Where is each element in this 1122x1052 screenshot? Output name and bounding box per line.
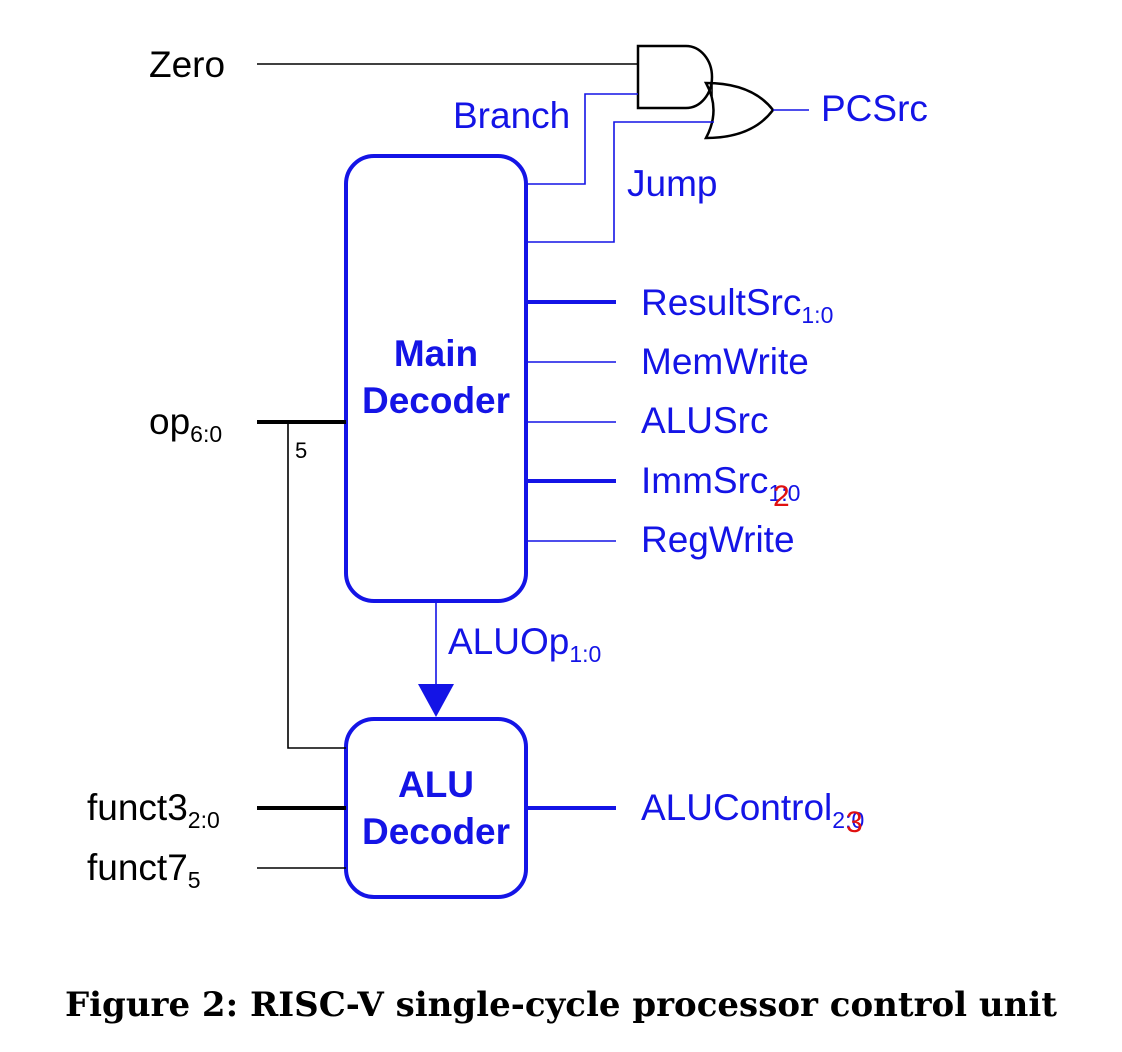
alusrc-label: ALUSrc bbox=[641, 400, 768, 441]
main-decoder-block bbox=[344, 154, 528, 603]
funct7-label: funct75 bbox=[87, 847, 201, 893]
funct3-main: funct3 bbox=[87, 787, 188, 828]
alucontrol-label: ALUControl2:0 bbox=[641, 787, 864, 833]
op-main: op bbox=[149, 401, 190, 442]
jump-wire bbox=[526, 121, 714, 243]
or-gate bbox=[703, 81, 775, 140]
aluop-sub: 1:0 bbox=[569, 641, 601, 667]
main-decoder-label-line2: Decoder bbox=[362, 380, 510, 421]
resultsrc-label: ResultSrc1:0 bbox=[641, 282, 833, 328]
main-decoder-label-line1: Main bbox=[394, 333, 478, 374]
funct3-sub: 2:0 bbox=[188, 807, 220, 833]
memwrite-label: MemWrite bbox=[641, 341, 809, 382]
op-label: op6:0 bbox=[149, 401, 222, 447]
immsrc-main: ImmSrc bbox=[641, 460, 768, 501]
resultsrc-sub: 1:0 bbox=[801, 302, 833, 328]
aluop-label: ALUOp1:0 bbox=[448, 621, 601, 667]
funct7-main: funct7 bbox=[87, 847, 188, 888]
immsrc-sub: 1:0 bbox=[768, 480, 800, 506]
regwrite-label: RegWrite bbox=[641, 519, 795, 560]
zero-label: Zero bbox=[149, 44, 225, 85]
funct3-label: funct32:0 bbox=[87, 787, 220, 833]
jump-label: Jump bbox=[627, 163, 717, 204]
alucontrol-main: ALUControl bbox=[641, 787, 832, 828]
aluop-main: ALUOp bbox=[448, 621, 569, 662]
branch-wire bbox=[526, 93, 638, 185]
immsrc-correction: 2 bbox=[773, 480, 790, 513]
resultsrc-main: ResultSrc bbox=[641, 282, 801, 323]
op-sub: 6:0 bbox=[190, 421, 222, 447]
alu-decoder-label-line2: Decoder bbox=[362, 811, 510, 852]
and-gate bbox=[636, 44, 714, 110]
branch-label: Branch bbox=[453, 95, 570, 136]
op5-wire bbox=[287, 422, 346, 749]
immsrc-label: ImmSrc1:0 bbox=[641, 460, 800, 506]
alucontrol-correction: 3 bbox=[846, 806, 863, 839]
alu-decoder-label-line1: ALU bbox=[398, 764, 474, 805]
figure-caption: Figure 2: RISC-V single-cycle processor … bbox=[65, 985, 1057, 1025]
pcsrc-label: PCSrc bbox=[821, 88, 928, 129]
funct7-sub: 5 bbox=[188, 867, 201, 893]
op-width-label: 5 bbox=[295, 438, 307, 463]
alucontrol-sub: 2:0 bbox=[832, 807, 864, 833]
aluop-arrowhead bbox=[418, 684, 454, 717]
alu-decoder-block bbox=[344, 717, 528, 899]
